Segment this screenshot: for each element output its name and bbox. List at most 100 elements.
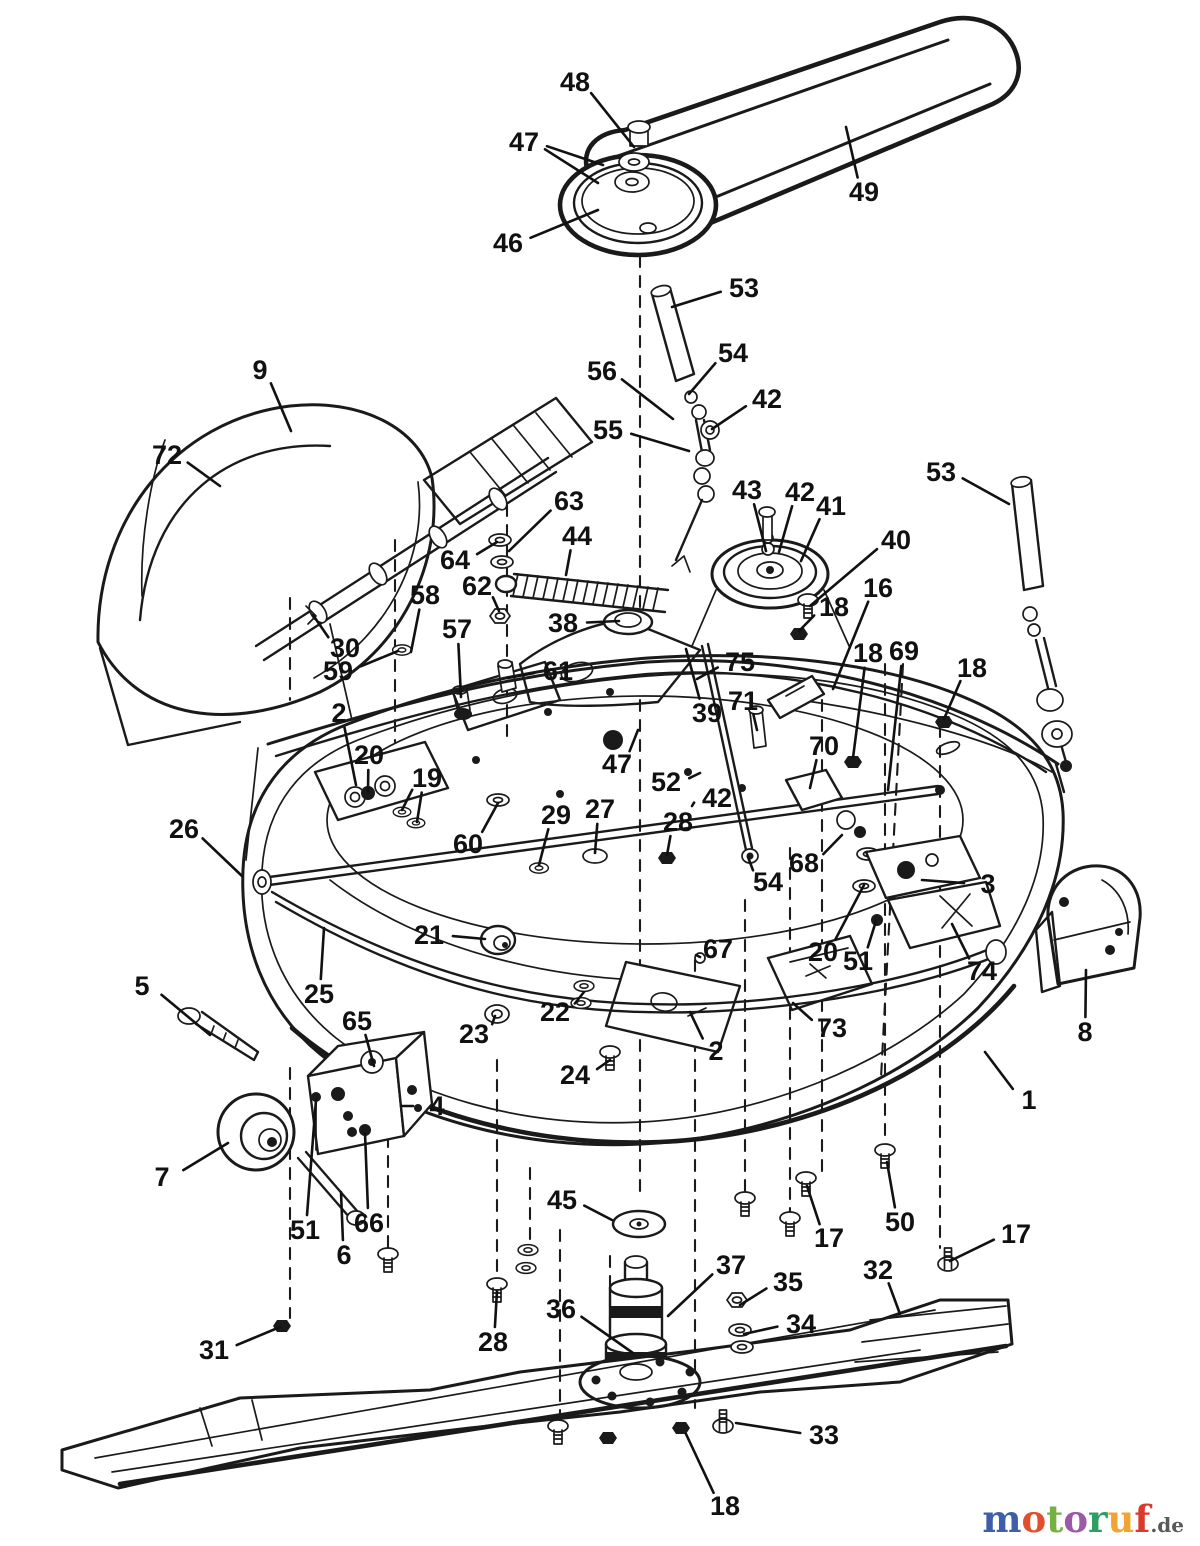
callout-8: 8 — [1077, 1017, 1092, 1047]
callout-31: 31 — [199, 1335, 229, 1365]
callout-69: 69 — [889, 636, 919, 666]
callout-53: 53 — [729, 273, 759, 303]
callout-51: 51 — [843, 946, 873, 976]
idler-pulley — [691, 506, 851, 649]
callout-39: 39 — [692, 698, 722, 728]
washer-glyph — [515, 1261, 537, 1275]
leader-line-52 — [687, 771, 702, 780]
callout-42: 42 — [752, 384, 782, 414]
left-roller-assembly — [177, 1007, 434, 1226]
leader-line-2 — [343, 726, 358, 787]
leader-line-54 — [687, 361, 717, 396]
leader-line-28 — [665, 834, 672, 857]
leader-line-33 — [734, 1421, 802, 1435]
callout-36: 36 — [546, 1294, 576, 1324]
leader-line-18 — [851, 666, 866, 760]
leader-line-47 — [543, 148, 600, 185]
nut-glyph — [726, 1292, 748, 1308]
nut-glyph — [599, 1432, 617, 1444]
callout-2: 2 — [708, 1036, 723, 1066]
leader-line-74 — [950, 922, 971, 960]
callout-40: 40 — [881, 525, 911, 555]
callout-33: 33 — [809, 1420, 839, 1450]
callout-21: 21 — [414, 920, 444, 950]
leader-line-31 — [235, 1325, 282, 1347]
leader-line-66 — [363, 1131, 370, 1210]
tension-spring — [488, 533, 670, 624]
callout-75: 75 — [725, 647, 755, 677]
callout-20: 20 — [354, 740, 384, 770]
leader-line-64 — [475, 540, 499, 556]
callout-22: 22 — [540, 997, 570, 1027]
leader-line-63 — [507, 509, 552, 553]
callout-5: 5 — [134, 971, 149, 1001]
callout-49: 49 — [849, 177, 879, 207]
callout-17: 17 — [1001, 1219, 1031, 1249]
callout-20: 20 — [808, 937, 838, 967]
callout-73: 73 — [817, 1013, 847, 1043]
leader-line-18 — [797, 614, 816, 633]
leader-line-3 — [920, 878, 966, 885]
callout-38: 38 — [548, 608, 578, 638]
leader-line-18 — [684, 1432, 715, 1495]
leader-line-9 — [269, 382, 293, 433]
leader-line-46 — [529, 208, 600, 240]
deck-brackets — [313, 740, 1002, 1054]
callout-16: 16 — [863, 573, 893, 603]
callout-3: 3 — [980, 869, 995, 899]
leader-line-69 — [886, 664, 903, 792]
callout-61: 61 — [543, 656, 573, 686]
logo-letter: o — [1021, 1497, 1047, 1541]
leader-line-36 — [580, 1315, 635, 1355]
callout-35: 35 — [773, 1267, 803, 1297]
leader-line-47 — [628, 728, 640, 753]
blade-spindle — [578, 1209, 702, 1410]
callout-9: 9 — [252, 355, 267, 385]
callout-32: 32 — [863, 1255, 893, 1285]
callout-42: 42 — [785, 477, 815, 507]
callout-17: 17 — [814, 1223, 844, 1253]
callout-18: 18 — [819, 592, 849, 622]
leader-line-67 — [694, 953, 702, 959]
leader-line-25 — [319, 926, 326, 981]
bolt-glyph — [734, 1191, 756, 1217]
leader-line-23 — [490, 1014, 497, 1026]
leader-line-51 — [305, 1098, 318, 1217]
leader-line-70 — [808, 758, 818, 790]
callout-53: 53 — [926, 457, 956, 487]
leader-line-48 — [589, 91, 636, 149]
callout-18: 18 — [710, 1491, 740, 1521]
nut-glyph — [672, 1422, 690, 1434]
leader-line-19 — [415, 791, 424, 824]
leader-line-56 — [620, 378, 675, 421]
callout-19: 19 — [412, 763, 442, 793]
handle-pipe-right — [1010, 475, 1073, 772]
leader-line-30 — [311, 613, 330, 639]
logo-letter: m — [982, 1497, 1022, 1541]
logo-letter: t — [1046, 1497, 1064, 1541]
washer-glyph — [391, 644, 413, 656]
callout-54: 54 — [718, 338, 748, 368]
motoruf-logo: motoruf.de — [982, 1501, 1184, 1538]
callout-64: 64 — [440, 545, 470, 575]
logo-suffix: .de — [1150, 1513, 1184, 1537]
leader-line-5 — [160, 993, 212, 1037]
logo-letter: f — [1134, 1497, 1151, 1541]
callout-60: 60 — [453, 829, 483, 859]
callout-18: 18 — [853, 638, 883, 668]
callout-47: 47 — [602, 749, 632, 779]
leader-line-22 — [573, 990, 586, 1005]
leader-line-29 — [537, 827, 550, 867]
leader-line-54 — [746, 855, 755, 872]
leader-line-53 — [670, 290, 723, 309]
callout-54: 54 — [753, 867, 783, 897]
callout-57: 57 — [442, 614, 472, 644]
callout-58: 58 — [410, 580, 440, 610]
leader-line-35 — [738, 1287, 768, 1307]
callout-42: 42 — [702, 783, 732, 813]
callout-1: 1 — [1021, 1085, 1036, 1115]
bolt-glyph — [797, 593, 819, 619]
callout-67: 67 — [703, 934, 733, 964]
